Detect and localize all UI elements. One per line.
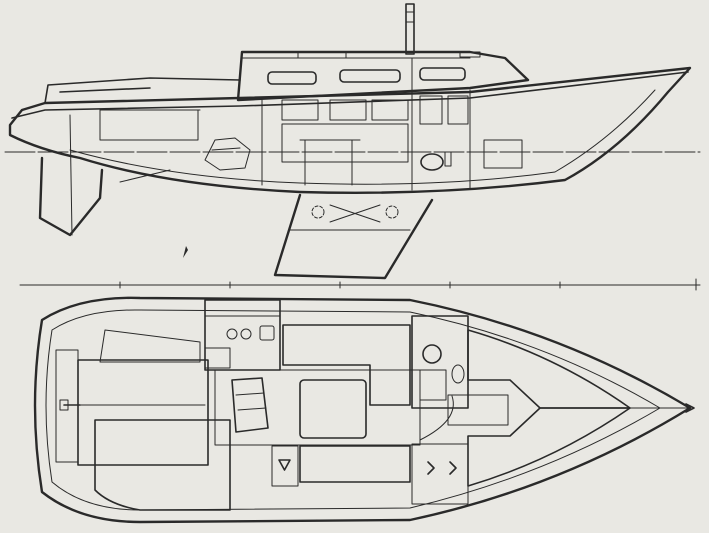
companionway-steps (231, 377, 269, 433)
sheer-line (11, 71, 689, 119)
locker (281, 99, 319, 121)
stern-pulpit (44, 77, 241, 104)
dinette-seat (282, 324, 411, 406)
locker (447, 95, 469, 125)
sink-icon (259, 325, 275, 341)
deck-inner (45, 309, 661, 511)
plan-view (33, 296, 695, 524)
profile-view (4, 3, 701, 280)
saloon-table (299, 379, 367, 439)
separator-ticks (119, 278, 697, 291)
locker (483, 139, 523, 169)
hull-outline (8, 66, 692, 194)
toilet-icon (422, 344, 442, 364)
cockpit-seat (55, 349, 79, 463)
locker (371, 99, 409, 121)
cabin-window (419, 67, 466, 81)
keel-bolt (385, 205, 399, 219)
settee-cushion (281, 123, 409, 163)
toilet-icon (420, 153, 444, 171)
deck-outline (33, 296, 692, 524)
locker (419, 95, 443, 125)
locker (329, 99, 367, 121)
hatch (297, 51, 347, 59)
bow-fitting (685, 403, 695, 413)
cabin-sole (214, 369, 421, 446)
basin-icon (451, 364, 465, 384)
hatch (459, 51, 481, 58)
inner-hull-line (69, 89, 656, 185)
port-berth (94, 419, 231, 511)
cabin-trunk (236, 50, 530, 102)
v-berth-starboard (467, 407, 631, 487)
ice-box (204, 347, 231, 369)
anchor-icon (278, 459, 291, 471)
cabin-window (339, 69, 401, 83)
hanging-locker (411, 443, 469, 505)
mast (405, 3, 415, 55)
prop-strut (183, 246, 188, 258)
stove-burner-icon (240, 328, 252, 340)
v-berth-port (467, 329, 631, 409)
rudder (38, 156, 104, 237)
keel (273, 193, 434, 280)
port-settee (299, 445, 411, 483)
quarter-berth (99, 109, 199, 141)
stove-burner-icon (226, 328, 238, 340)
shower-floor (419, 369, 447, 401)
port-locker (271, 445, 299, 487)
cockpit-sole (77, 359, 209, 466)
keel-bolt (311, 205, 325, 219)
fwd-sole (447, 394, 509, 426)
cabin-window (267, 71, 317, 85)
engine-icon (204, 137, 251, 171)
